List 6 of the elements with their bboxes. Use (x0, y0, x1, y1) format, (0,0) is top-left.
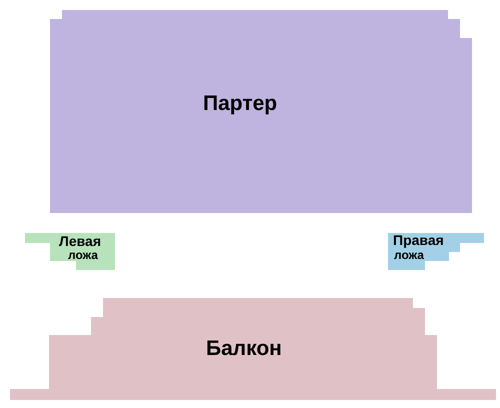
section-label: ложа (68, 248, 98, 263)
section-label: Балкон (206, 336, 282, 362)
section-label: Правая (393, 232, 444, 250)
section-label: ложа (394, 248, 424, 263)
section-label: Партер (203, 91, 278, 117)
section-label: Левая (59, 233, 101, 250)
